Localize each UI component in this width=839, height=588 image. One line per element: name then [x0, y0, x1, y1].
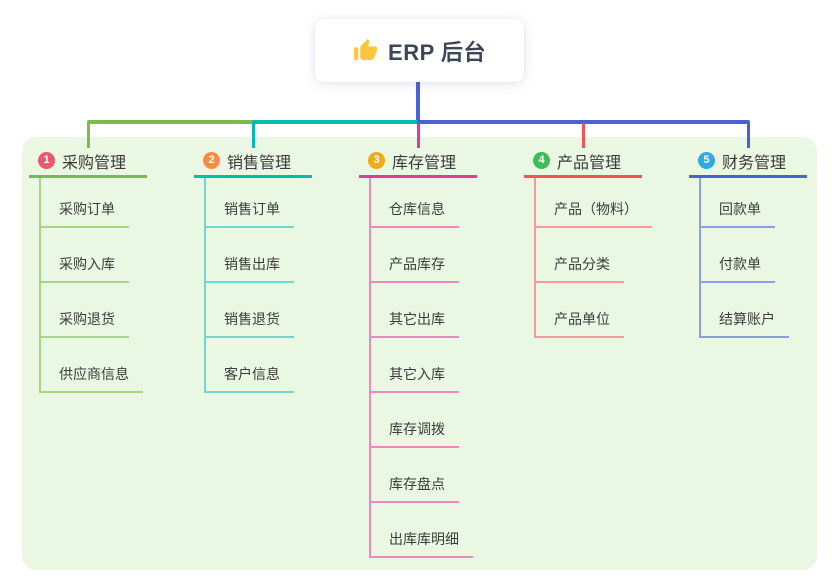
branch-number-badge: 2: [203, 152, 220, 169]
node-item[interactable]: 结算账户: [701, 283, 789, 338]
node-item[interactable]: 其它入库: [371, 338, 459, 393]
node-item[interactable]: 供应商信息: [41, 338, 143, 393]
branch-drop-line: [87, 123, 90, 148]
node-item[interactable]: 其它出库: [371, 283, 459, 338]
node-item[interactable]: 销售订单: [206, 178, 294, 228]
node-item[interactable]: 库存调拨: [371, 393, 459, 448]
root-title: ERP 后台: [388, 39, 486, 65]
branch-children-3: 仓库信息产品库存其它出库其它入库库存调拨库存盘点出库库明细: [369, 178, 473, 558]
branch-children-2: 销售订单销售出库销售退货客户信息: [204, 178, 294, 393]
node-item[interactable]: 采购订单: [41, 178, 129, 228]
branch-label-1[interactable]: 1 采购管理: [29, 146, 147, 178]
node-item[interactable]: 销售出库: [206, 228, 294, 283]
branch-drop-line: [417, 123, 420, 148]
node-item[interactable]: 出库库明细: [371, 503, 473, 558]
branch-number-badge: 4: [533, 152, 550, 169]
branch-children-1: 采购订单采购入库采购退货供应商信息: [39, 178, 143, 393]
node-item[interactable]: 回款单: [701, 178, 775, 228]
node-item[interactable]: 库存盘点: [371, 448, 459, 503]
branch-label-5[interactable]: 5 财务管理: [689, 146, 807, 178]
node-item[interactable]: 产品单位: [536, 283, 624, 338]
node-item[interactable]: 销售退货: [206, 283, 294, 338]
branch-label-2[interactable]: 2 销售管理: [194, 146, 312, 178]
branch-label-4[interactable]: 4 产品管理: [524, 146, 642, 178]
branch-drop-line: [747, 123, 750, 148]
thumbs-up-icon: [353, 38, 378, 63]
node-item[interactable]: 产品（物料）: [536, 178, 652, 228]
trunk-line-segment: [252, 120, 419, 124]
branches-panel: [22, 137, 817, 570]
branch-title: 财务管理: [722, 154, 787, 172]
branch-number-badge: 3: [368, 152, 385, 169]
node-item[interactable]: 采购入库: [41, 228, 129, 283]
node-item[interactable]: 客户信息: [206, 338, 294, 393]
root-node[interactable]: ERP 后台: [315, 19, 524, 82]
branch-number-badge: 1: [38, 152, 55, 169]
node-item[interactable]: 付款单: [701, 228, 775, 283]
root-connector-line: [416, 81, 420, 122]
branch-children-4: 产品（物料）产品分类产品单位: [534, 178, 652, 338]
branch-label-3[interactable]: 3 库存管理: [359, 146, 477, 178]
branch-title: 销售管理: [227, 154, 292, 172]
node-item[interactable]: 采购退货: [41, 283, 129, 338]
branch-title: 产品管理: [557, 154, 622, 172]
branch-drop-line: [252, 123, 255, 148]
trunk-line-segment: [87, 120, 254, 124]
branch-title: 采购管理: [62, 154, 127, 172]
branch-number-badge: 5: [698, 152, 715, 169]
branch-drop-line: [582, 123, 585, 148]
branch-children-5: 回款单付款单结算账户: [699, 178, 789, 338]
node-item[interactable]: 产品库存: [371, 228, 459, 283]
node-item[interactable]: 产品分类: [536, 228, 624, 283]
trunk-line-segment: [417, 120, 750, 124]
node-item[interactable]: 仓库信息: [371, 178, 459, 228]
branch-title: 库存管理: [392, 154, 457, 172]
